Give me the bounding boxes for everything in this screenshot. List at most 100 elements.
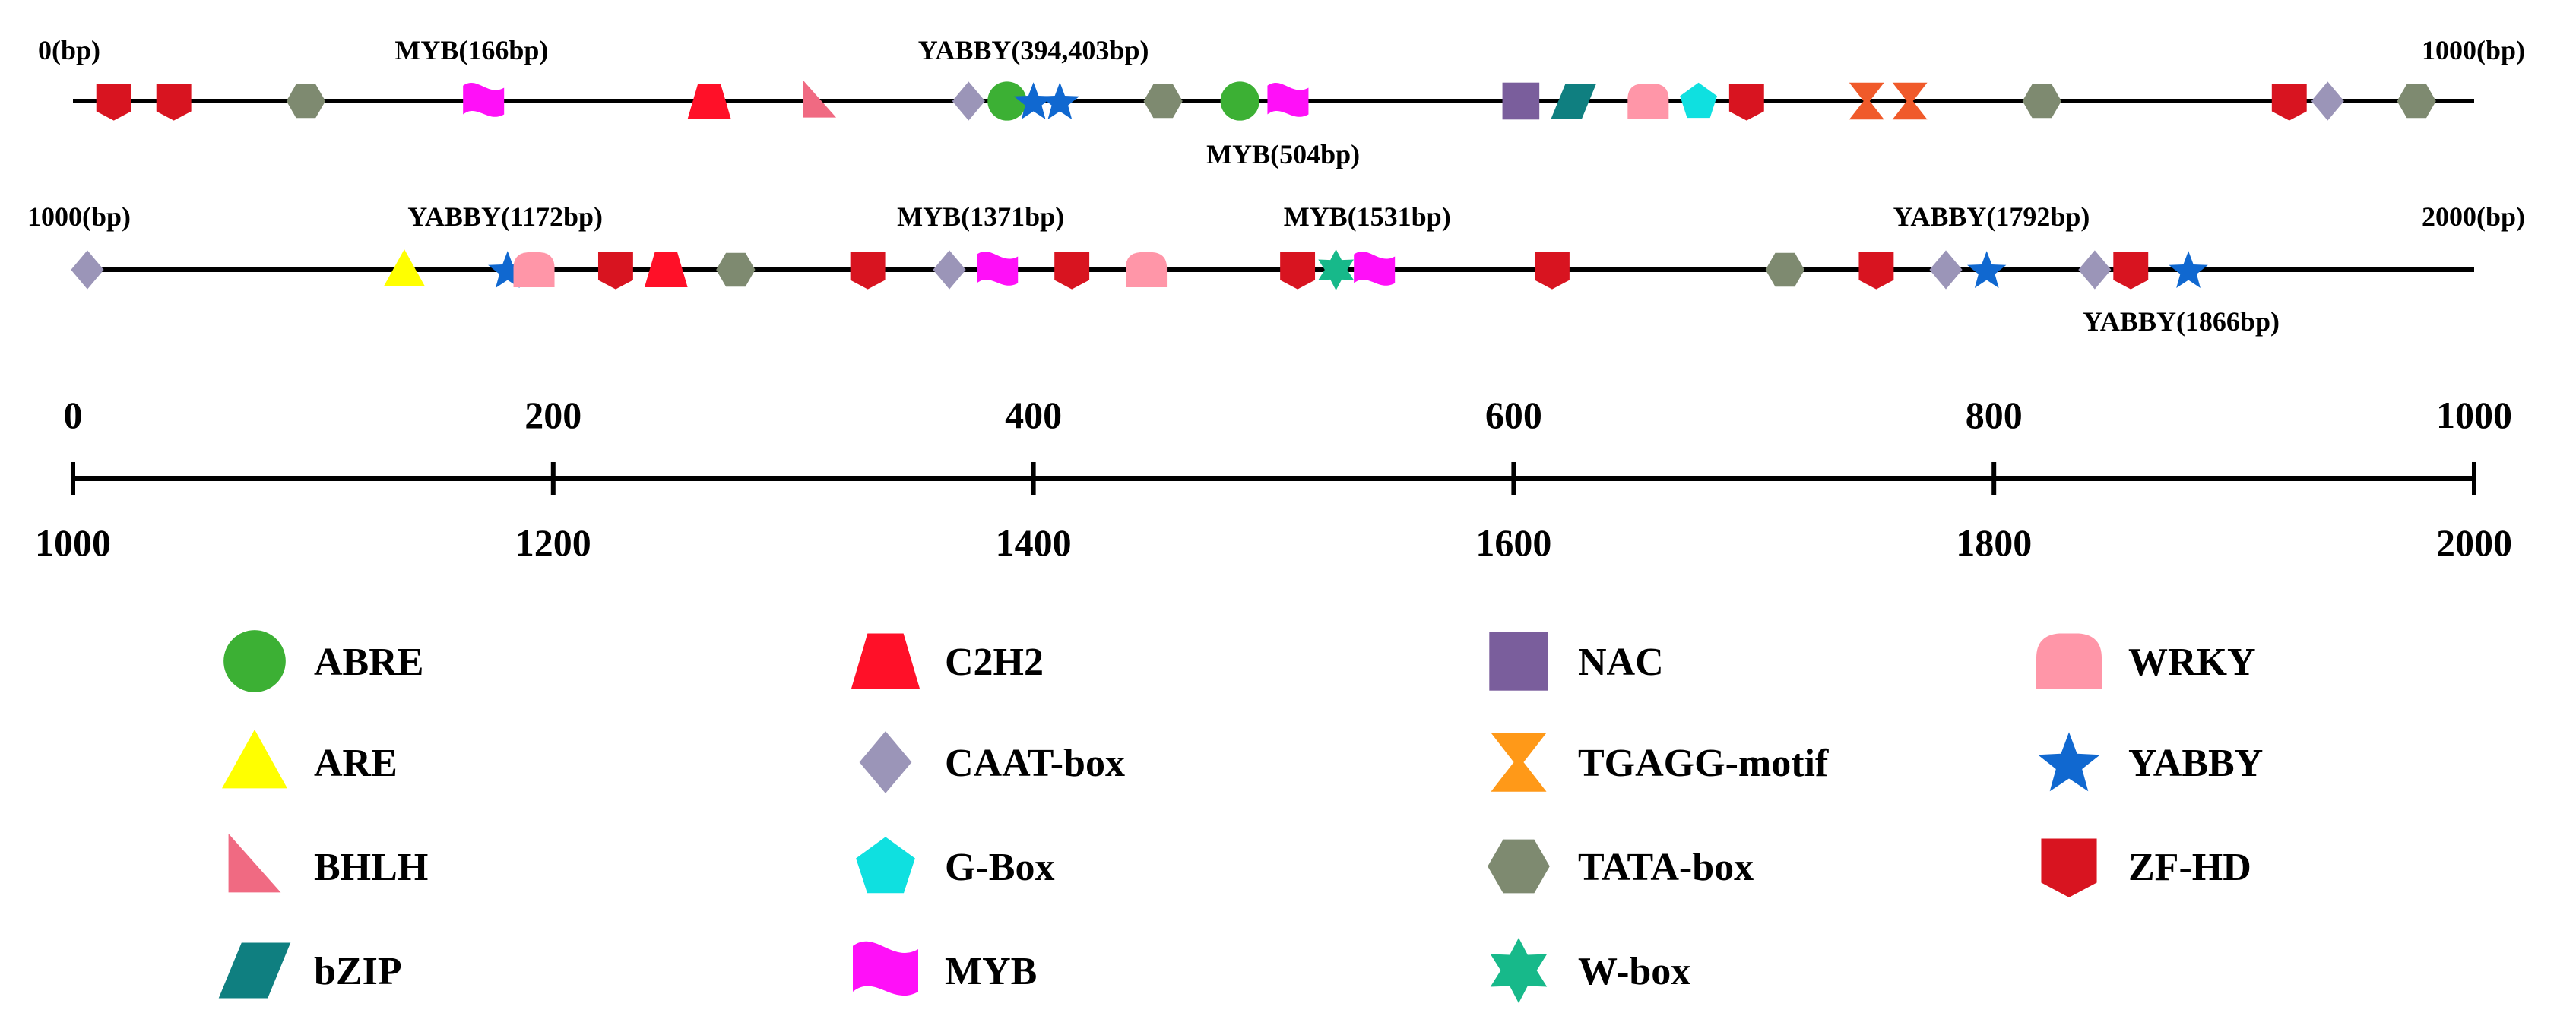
element-abre-1-7 (987, 81, 1027, 121)
legend-g-box-label: G-Box (945, 846, 1054, 889)
legend-caat-box-label: CAAT-box (945, 742, 1125, 785)
element-caat-box-2-18 (1929, 250, 1963, 290)
element-caat-box-1-6 (952, 81, 985, 121)
element-yabby-1-9 (1040, 82, 1079, 119)
legend-nac-icon (1489, 632, 1548, 691)
element-zf-hd-2-7 (850, 252, 886, 290)
element-wrky-2-3 (513, 252, 555, 287)
element-tata-box-1-20 (2022, 84, 2061, 119)
legend-myb-icon (853, 941, 918, 996)
legend-item-abre: ABRE (223, 630, 423, 692)
element-zf-hd-2-10 (1054, 252, 1090, 290)
element-myb-2-14 (1354, 252, 1396, 286)
track-2-elements (71, 249, 2208, 290)
legend-nac-label: NAC (1578, 641, 1664, 684)
legend-caat-box-icon (859, 731, 912, 793)
legend-item-yabby: YABBY (2038, 732, 2263, 792)
element-bhlh-1-5 (803, 81, 837, 118)
legend-item-zf-hd: ZF-HD (2041, 838, 2251, 897)
element-nac-1-13 (1502, 82, 1540, 120)
legend-abre-label: ABRE (314, 641, 423, 684)
legend-w-box-label: W-box (1578, 950, 1690, 993)
legend-item-are: ARE (222, 730, 398, 789)
element-g-box-1-16 (1680, 82, 1717, 119)
element-tgagg-motif-1-19 (1892, 82, 1928, 120)
element-tata-box-1-2 (286, 84, 326, 119)
legend-bzip-label: bZIP (314, 950, 402, 993)
element-zf-hd-1-1 (156, 84, 192, 121)
element-tata-box-1-10 (1143, 84, 1183, 119)
element-myb-2-9 (977, 252, 1019, 286)
scale-bottom-label-2: 1400 (996, 521, 1072, 564)
track-1-elements (96, 81, 2436, 121)
element-tgagg-motif-1-18 (1849, 82, 1884, 120)
scale-top-label-5: 1000 (2436, 394, 2512, 436)
element-c2h2-2-5 (644, 252, 688, 287)
legend-item-caat-box: CAAT-box (859, 731, 1125, 793)
legend-are-label: ARE (314, 742, 398, 785)
legend-c2h2-label: C2H2 (945, 641, 1044, 684)
legend-tata-box-label: TATA-box (1578, 846, 1754, 889)
element-zf-hd-2-17 (1858, 252, 1894, 290)
legend-myb-label: MYB (945, 950, 1037, 993)
track-1: 0(bp) 1000(bp) MYB(166bp)YABBY(394,403bp… (38, 35, 2525, 169)
legend-item-myb: MYB (853, 941, 1037, 996)
element-wrky-2-11 (1126, 252, 1168, 287)
legend-item-tata-box: TATA-box (1488, 839, 1754, 894)
scale-bottom-label-3: 1600 (1475, 521, 1551, 564)
legend-zf-hd-icon (2041, 838, 2097, 897)
track-1-annotations: MYB(166bp)YABBY(394,403bp)MYB(504bp) (394, 35, 1360, 169)
track-2-end-label: 2000(bp) (2422, 201, 2525, 232)
legend-yabby-label: YABBY (2128, 742, 2263, 785)
element-zf-hd-1-17 (1728, 84, 1764, 121)
annotation-1-0: MYB(166bp) (394, 35, 548, 65)
track-2: 1000(bp) 2000(bp) YABBY(1172bp)MYB(1371b… (27, 201, 2525, 337)
scale-bar: 0100020012004001400600160080018001000200… (35, 394, 2512, 564)
legend-tgagg-motif-icon (1491, 733, 1547, 792)
element-myb-1-12 (1267, 83, 1309, 117)
legend-bhlh-label: BHLH (314, 846, 428, 889)
element-caat-box-2-8 (933, 250, 966, 290)
scale-top-label-3: 600 (1485, 394, 1542, 436)
scale-bottom-label-0: 1000 (35, 521, 111, 564)
legend-item-bzip: bZIP (218, 942, 402, 999)
legend-item-w-box: W-box (1490, 938, 1690, 1003)
legend-w-box-icon (1490, 938, 1548, 1003)
legend-wrky-label: WRKY (2128, 641, 2256, 684)
element-yabby-2-2 (488, 251, 528, 288)
legend-tata-box-icon (1488, 839, 1550, 894)
element-wrky-1-15 (1627, 84, 1669, 119)
legend-item-bhlh: BHLH (228, 834, 428, 893)
element-tata-box-1-23 (2397, 84, 2436, 119)
legend-item-nac: NAC (1489, 632, 1664, 691)
scale-top-label-0: 0 (64, 394, 83, 436)
legend-bzip-icon (218, 942, 291, 999)
legend-bhlh-icon (228, 834, 281, 893)
legend-abre-icon (223, 630, 286, 692)
track-1-start-label: 0(bp) (38, 35, 100, 65)
element-caat-box-1-22 (2311, 81, 2344, 121)
scale-bottom-label-4: 1800 (1956, 521, 2032, 564)
legend-g-box-icon (856, 837, 915, 894)
annotation-1-2: MYB(504bp) (1206, 139, 1360, 169)
legend-yabby-icon (2038, 732, 2100, 792)
legend-c2h2-icon (851, 633, 920, 689)
track-1-end-label: 1000(bp) (2422, 35, 2525, 65)
element-tata-box-2-6 (716, 252, 756, 287)
element-zf-hd-1-0 (96, 84, 131, 121)
element-caat-box-2-20 (2078, 250, 2112, 290)
element-myb-1-3 (463, 83, 505, 117)
annotation-2-2: MYB(1531bp) (1284, 201, 1451, 232)
element-yabby-1-8 (1013, 82, 1054, 119)
legend-item-tgagg-motif: TGAGG-motif (1491, 733, 1829, 792)
element-tata-box-2-16 (1765, 252, 1804, 287)
element-c2h2-1-4 (687, 84, 731, 119)
track-2-start-label: 1000(bp) (27, 201, 131, 232)
legend-zf-hd-label: ZF-HD (2128, 846, 2251, 889)
element-zf-hd-1-21 (2271, 84, 2307, 121)
legend-item-c2h2: C2H2 (851, 633, 1044, 689)
element-yabby-2-19 (1967, 251, 2007, 288)
scale-top-label-2: 400 (1005, 394, 1062, 436)
